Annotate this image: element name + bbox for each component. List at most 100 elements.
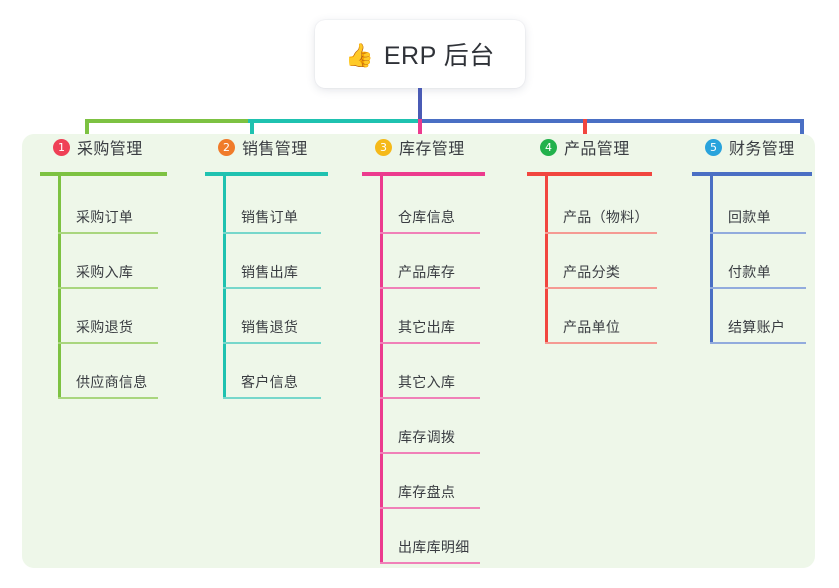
column-item[interactable]: 产品分类 (545, 241, 657, 289)
column-item-label: 库存盘点 (398, 484, 456, 500)
column-item-rule (710, 232, 806, 234)
column-item[interactable]: 其它出库 (380, 296, 480, 344)
column-item[interactable]: 采购订单 (58, 186, 158, 234)
column-title: 库存管理 (399, 141, 465, 158)
column-heading-5[interactable]: 5 财务管理 (692, 134, 814, 160)
root-node-card[interactable]: 👍 ERP 后台 (315, 20, 525, 88)
column-title: 产品管理 (564, 141, 630, 158)
thumbs-up-icon: 👍 (345, 41, 374, 68)
column-item-rule (380, 287, 480, 289)
bus-segment-blue (420, 119, 802, 123)
column-item-rule (223, 342, 321, 344)
column-item-label: 供应商信息 (76, 374, 148, 390)
column-item-label: 产品单位 (563, 319, 621, 335)
column-item[interactable]: 产品（物料） (545, 186, 657, 234)
bus-segment-teal (248, 119, 420, 123)
column-item-label: 产品库存 (398, 264, 456, 280)
column-number-badge: 4 (540, 138, 557, 156)
column-heading-1[interactable]: 1 采购管理 (40, 134, 170, 160)
column-item-label: 采购入库 (76, 264, 134, 280)
column-item-label: 销售出库 (241, 264, 299, 280)
column-item-rule (380, 562, 480, 564)
column-item[interactable]: 出库库明细 (380, 516, 480, 564)
column-item-rule (58, 342, 158, 344)
column-heading-rule (527, 172, 652, 176)
column-item-label: 仓库信息 (398, 209, 456, 225)
column-number-badge: 5 (705, 138, 722, 156)
column-spine (710, 172, 713, 344)
column-heading-2[interactable]: 2 销售管理 (205, 134, 335, 160)
column-item-rule (58, 397, 158, 399)
column-title: 财务管理 (729, 141, 795, 158)
column-财务管理: 5 财务管理回款单付款单结算账户 (692, 134, 814, 344)
column-item-rule (380, 452, 480, 454)
column-采购管理: 1 采购管理采购订单采购入库采购退货供应商信息 (40, 134, 170, 399)
column-item-rule (710, 342, 806, 344)
column-item[interactable]: 产品库存 (380, 241, 480, 289)
column-number-badge: 3 (375, 138, 392, 156)
column-item-rule (545, 232, 657, 234)
column-item-label: 采购退货 (76, 319, 134, 335)
column-heading-rule (40, 172, 167, 176)
column-item[interactable]: 供应商信息 (58, 351, 158, 399)
column-item-label: 库存调拨 (398, 429, 456, 445)
column-item-label: 出库库明细 (398, 539, 470, 555)
column-item-rule (380, 232, 480, 234)
column-item-rule (380, 507, 480, 509)
column-item-label: 产品分类 (563, 264, 621, 280)
column-item[interactable]: 采购退货 (58, 296, 158, 344)
column-item-label: 回款单 (728, 209, 771, 225)
column-item[interactable]: 付款单 (710, 241, 806, 289)
column-item[interactable]: 客户信息 (223, 351, 321, 399)
column-heading-4[interactable]: 4 产品管理 (527, 134, 657, 160)
column-item-label: 采购订单 (76, 209, 134, 225)
column-item-label: 客户信息 (241, 374, 299, 390)
column-item-rule (223, 232, 321, 234)
column-item[interactable]: 其它入库 (380, 351, 480, 399)
column-spine (545, 172, 548, 344)
column-item-label: 销售退货 (241, 319, 299, 335)
column-item[interactable]: 仓库信息 (380, 186, 480, 234)
column-item[interactable]: 结算账户 (710, 296, 806, 344)
column-heading-rule (362, 172, 485, 176)
column-item-rule (380, 397, 480, 399)
root-node-title: ERP 后台 (383, 42, 495, 70)
column-item-rule (545, 342, 657, 344)
column-item-rule (545, 287, 657, 289)
column-item[interactable]: 回款单 (710, 186, 806, 234)
column-number-badge: 1 (53, 138, 70, 156)
bus-segment-green (85, 119, 248, 123)
column-库存管理: 3 库存管理仓库信息产品库存其它出库其它入库库存调拨库存盘点出库库明细 (362, 134, 502, 564)
column-item[interactable]: 库存调拨 (380, 406, 480, 454)
column-item-rule (58, 232, 158, 234)
diagram-panel: 1 采购管理采购订单采购入库采购退货供应商信息 2 销售管理销售订单销售出库销售退货客… (22, 134, 815, 568)
column-heading-rule (692, 172, 812, 176)
column-item-rule (710, 287, 806, 289)
column-item-rule (58, 287, 158, 289)
column-item-label: 产品（物料） (563, 209, 649, 225)
root-stem-connector (418, 88, 422, 122)
column-item-label: 其它入库 (398, 374, 456, 390)
column-title: 采购管理 (77, 141, 143, 158)
column-spine (380, 172, 383, 564)
column-heading-3[interactable]: 3 库存管理 (362, 134, 502, 160)
column-item-rule (223, 287, 321, 289)
column-item[interactable]: 销售订单 (223, 186, 321, 234)
column-item-rule (380, 342, 480, 344)
column-item-label: 销售订单 (241, 209, 299, 225)
column-item[interactable]: 采购入库 (58, 241, 158, 289)
column-item[interactable]: 销售退货 (223, 296, 321, 344)
column-number-badge: 2 (218, 138, 235, 156)
column-销售管理: 2 销售管理销售订单销售出库销售退货客户信息 (205, 134, 335, 399)
column-title: 销售管理 (242, 141, 308, 158)
column-item-label: 付款单 (728, 264, 771, 280)
column-产品管理: 4 产品管理产品（物料） 产品分类产品单位 (527, 134, 657, 344)
column-item[interactable]: 销售出库 (223, 241, 321, 289)
column-spine (58, 172, 61, 399)
column-item-label: 结算账户 (728, 319, 786, 335)
column-spine (223, 172, 226, 399)
column-item[interactable]: 产品单位 (545, 296, 657, 344)
column-item[interactable]: 库存盘点 (380, 461, 480, 509)
column-item-label: 其它出库 (398, 319, 456, 335)
column-heading-rule (205, 172, 328, 176)
